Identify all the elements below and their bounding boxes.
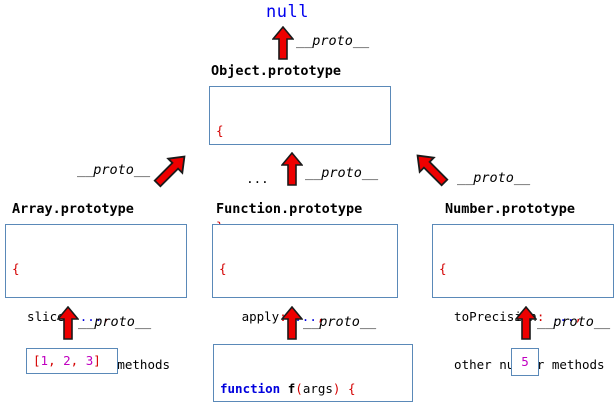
code-line-body: ... [216, 171, 269, 186]
function-open-paren: ( [295, 381, 303, 396]
node-title-array-prototype: Array.prototype [12, 201, 134, 217]
number-literal-value: 5 [521, 354, 529, 369]
array-close-bracket: ] [93, 353, 101, 368]
edge-label-function-to-object: __proto__ [305, 165, 379, 181]
node-box-array-literal: [1, 2, 3] [26, 348, 118, 374]
property-name: toPrecision [439, 309, 537, 324]
edge-label-array-literal: __proto__ [78, 314, 152, 330]
node-box-function-literal: function f(args) { ... } [213, 344, 413, 402]
node-title-function-prototype: Function.prototype [216, 201, 363, 217]
arrow-object-to-null [271, 25, 295, 64]
property-comma: , [102, 309, 110, 324]
edge-label-object-to-null: __proto__ [296, 33, 370, 49]
code-line-open: { [439, 261, 447, 276]
property-name: apply [219, 309, 280, 324]
node-box-number-prototype: { toPrecision: ..., other number methods… [432, 224, 614, 406]
function-name: f [280, 381, 296, 396]
function-args: args [302, 381, 333, 396]
code-line-property: apply: ..., [219, 309, 391, 325]
arrow-array-literal-to-array-prototype [56, 305, 80, 344]
function-keyword: function [220, 381, 281, 396]
array-value-3: 3 [85, 353, 94, 368]
code-line-open: { [216, 123, 224, 138]
code-line-open: { [219, 261, 227, 276]
array-open-bracket: [ [33, 353, 41, 368]
code-line-signature: function f(args) { [220, 381, 406, 397]
node-box-array-prototype: { slice: ..., other array methods } [5, 224, 187, 406]
property-colon: : [279, 309, 287, 324]
arrow-array-to-object [150, 149, 192, 195]
code-line-open: { [12, 261, 20, 276]
property-comma: , [316, 309, 325, 324]
node-null-label: null [266, 2, 309, 22]
property-name: slice [12, 309, 65, 324]
edge-label-function-literal: __proto__ [303, 314, 377, 330]
array-comma-1: , [48, 353, 64, 368]
edge-label-number-to-object: __proto__ [457, 170, 531, 186]
property-value: ... [72, 309, 103, 324]
code-line-property: toPrecision: ..., [439, 309, 607, 325]
function-open-brace: { [340, 381, 356, 396]
arrow-function-literal-to-function-prototype [280, 305, 304, 344]
property-value: ... [544, 309, 575, 324]
array-comma-2: , [70, 353, 86, 368]
arrow-number-literal-to-number-prototype [514, 305, 538, 344]
node-title-object-prototype: Object.prototype [211, 63, 342, 79]
array-value-2: 2 [63, 353, 71, 368]
array-value-1: 1 [40, 353, 49, 368]
property-colon: : [536, 309, 545, 324]
node-null: null [266, 2, 309, 22]
arrow-function-to-object [280, 151, 304, 190]
node-box-number-literal: 5 [511, 348, 539, 376]
edge-label-number-literal: __proto__ [537, 314, 611, 330]
function-close-paren: ) [332, 381, 341, 396]
arrow-number-to-object [410, 148, 452, 194]
edge-label-array-to-object: __proto__ [77, 162, 151, 178]
node-title-number-prototype: Number.prototype [445, 201, 576, 217]
node-box-function-prototype: { apply: ..., other function methods } [212, 224, 407, 406]
property-value: ... [286, 309, 317, 324]
node-box-object-prototype: { ... } [209, 86, 391, 234]
property-comma: , [574, 309, 583, 324]
